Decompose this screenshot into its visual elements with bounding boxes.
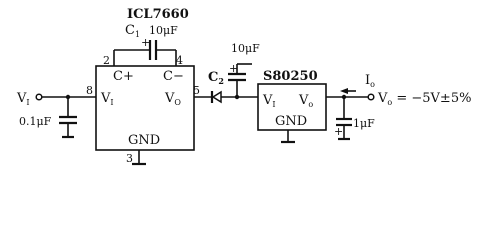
diode xyxy=(210,90,222,104)
input-cap-value: 0.1μF xyxy=(19,115,52,128)
input-terminal xyxy=(35,93,43,101)
c1-value: 10μF xyxy=(149,24,178,37)
output-cap-polarity: + xyxy=(334,125,343,138)
ic1-label-vin: VI xyxy=(100,91,114,107)
ic2-ground-symbol xyxy=(281,130,295,144)
c2-value: 10μF xyxy=(231,42,260,55)
ic2-label-gnd: GND xyxy=(275,114,307,129)
ic1-pin-8: 8 xyxy=(86,84,93,97)
c2-capacitor xyxy=(228,63,252,97)
ic1-label-cplus: C+ xyxy=(113,69,134,84)
icl7660-chip xyxy=(95,65,195,151)
output-capacitor xyxy=(336,97,352,141)
output-cap-value: 1μF xyxy=(353,117,375,130)
icl7660-part-label: ICL7660 xyxy=(127,7,189,22)
s80250-part-label: S80250 xyxy=(263,69,318,84)
c1-name: C1 xyxy=(125,23,140,39)
input-bypass-capacitor xyxy=(59,97,77,139)
c2-polarity: + xyxy=(229,62,238,75)
ic1-pin-5: 5 xyxy=(193,84,200,97)
s80250-chip xyxy=(257,83,327,131)
ic1-label-gnd: GND xyxy=(128,133,160,148)
output-current-arrow xyxy=(340,88,356,94)
output-voltage-label: Vo = −5V±5% xyxy=(377,91,471,107)
output-terminal xyxy=(367,93,375,101)
ic1-pin-4: 4 xyxy=(176,54,183,67)
circuit-schematic: ICL7660 + C1 10μF 2 4 C+ C− VI VO GND 8 … xyxy=(16,7,471,166)
ic1-pin-2: 2 xyxy=(103,54,110,67)
input-voltage-label: VI xyxy=(16,91,30,107)
ic2-label-vin: VI xyxy=(262,93,276,109)
ic1-label-vout: VO xyxy=(164,91,181,107)
ic2-label-vout: Vo xyxy=(298,93,313,109)
ic1-label-cminus: C− xyxy=(163,69,184,84)
ic1-ground-symbol xyxy=(132,150,146,166)
c1-polarity: + xyxy=(141,36,150,49)
c1-capacitor xyxy=(113,40,177,66)
ic1-pin-3: 3 xyxy=(126,152,133,165)
output-current-label: Io xyxy=(365,73,375,89)
c2-name: C2 xyxy=(208,70,224,86)
